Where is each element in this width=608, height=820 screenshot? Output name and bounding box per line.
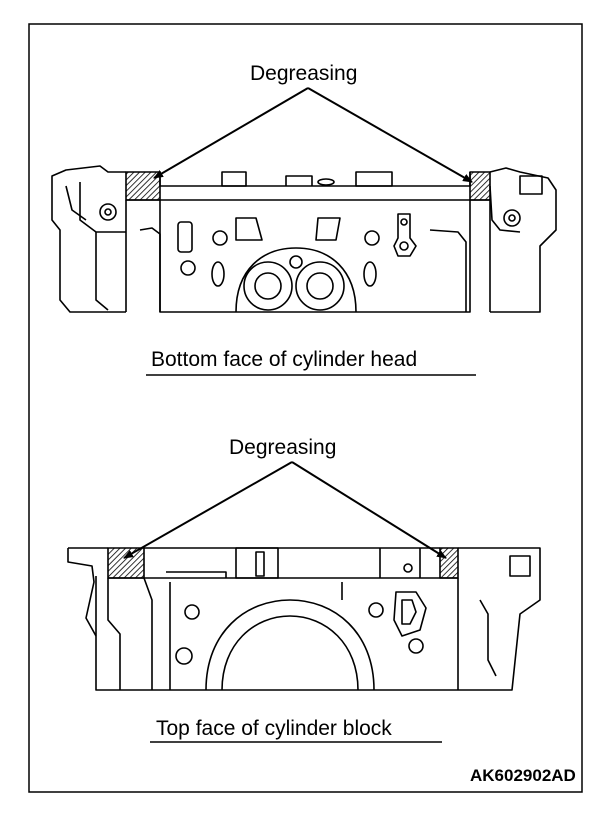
figure-border — [28, 23, 583, 793]
degreasing-zone-left-head — [125, 171, 161, 201]
cylinder-block-drawing — [67, 547, 541, 691]
degreasing-arrow-left-block — [123, 461, 293, 559]
degreasing-zone-left-block — [107, 547, 145, 579]
degreasing-arrow-right-block — [291, 461, 447, 559]
caption-cylinder-block: Top face of cylinder block — [156, 717, 392, 740]
degreasing-callout-block: Degreasing — [229, 436, 337, 459]
caption-cylinder-head: Bottom face of cylinder head — [151, 348, 418, 371]
reference-code: AK602902AD — [470, 766, 576, 785]
degreasing-zone-right-head — [469, 171, 491, 201]
degreasing-callout-head: Degreasing — [250, 62, 358, 85]
degreasing-arrow-right-head — [307, 87, 473, 183]
degreasing-arrow-left-head — [153, 87, 309, 179]
cylinder-head-drawing — [51, 165, 557, 313]
degreasing-zone-right-block — [439, 547, 459, 579]
